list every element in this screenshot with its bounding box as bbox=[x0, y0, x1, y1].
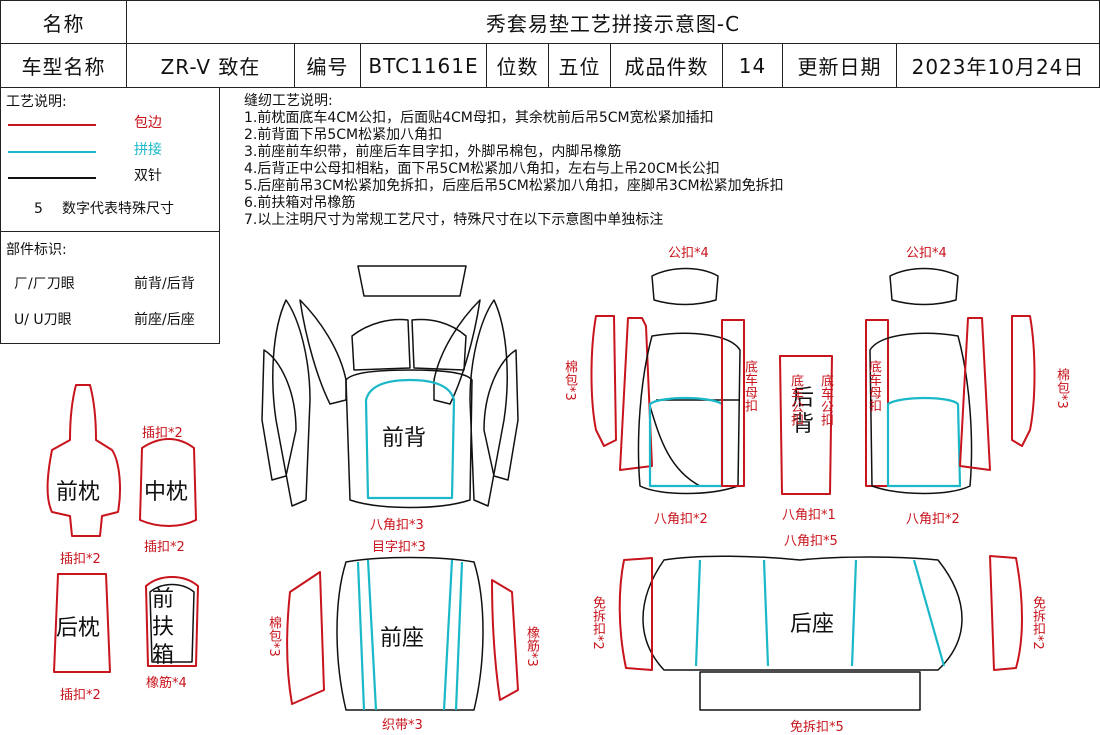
legend-black-label: 双针 bbox=[134, 168, 162, 184]
name-label: 名称 bbox=[1, 1, 127, 43]
rear-seat-main bbox=[642, 555, 963, 671]
sewing-line-3: 3.前座前车织带，前座后车目字扣，外脚吊棉包，内脚吊橡筋 bbox=[244, 144, 622, 160]
parts-title: 部件标识: bbox=[6, 242, 67, 258]
seats-label: 位数 bbox=[487, 44, 549, 87]
rear-back-left-side-annotation: 棉包*3 bbox=[562, 360, 577, 401]
armrest-shape bbox=[145, 576, 199, 667]
front-pillow-bottom-annotation: 插扣*2 bbox=[60, 552, 101, 567]
rear-back-right-side-annotation: 棉包*3 bbox=[1054, 368, 1069, 409]
rear-back-left-top-annotation: 公扣*4 bbox=[668, 246, 709, 261]
rear-back-center bbox=[779, 355, 833, 495]
rear-back-center-bottom-annotation: 八角扣*1 bbox=[782, 508, 836, 523]
front-back-left-inner bbox=[299, 299, 347, 405]
legend-black-line bbox=[8, 177, 96, 179]
legend-panel bbox=[0, 88, 220, 232]
rear-seat-left-annotation: 免拆扣*2 bbox=[590, 596, 605, 650]
front-seat-bottom-annotation: 织带*3 bbox=[382, 718, 423, 733]
front-back-main bbox=[345, 369, 473, 509]
mid-bottom-annotation: 插扣*2 bbox=[144, 540, 185, 555]
legend-cyan-line bbox=[8, 151, 96, 153]
sewing-line-4: 4.后背正中公母扣相粘，面下吊5CM松紧加八角扣，左右与上吊20CM长公扣 bbox=[244, 161, 720, 177]
legend-red-line bbox=[8, 124, 96, 126]
parts-panel bbox=[0, 232, 220, 344]
rear-seat-front-strip bbox=[699, 671, 921, 711]
front-seat-left-annotation: 棉包*3 bbox=[266, 616, 281, 657]
model-label: 车型名称 bbox=[1, 44, 127, 87]
front-seat-top-annotation: 目字扣*3 bbox=[372, 540, 426, 555]
middle-pillow-shape bbox=[139, 438, 197, 527]
front-seat-label: 前座 bbox=[380, 626, 425, 651]
rear-seat-right-annotation: 免拆扣*2 bbox=[1030, 596, 1045, 650]
pieces-value: 14 bbox=[723, 44, 783, 87]
rear-seat-bottom-annotation: 免拆扣*5 bbox=[790, 720, 844, 735]
front-pillow-shape bbox=[46, 384, 121, 537]
pieces-label: 成品件数 bbox=[611, 44, 723, 87]
front-back-right-outer bbox=[469, 299, 508, 507]
mid-top-annotation: 插扣*2 bbox=[142, 426, 183, 441]
special-text: 数字代表特殊尺寸 bbox=[62, 201, 174, 217]
rear-seat-label: 后座 bbox=[790, 612, 835, 637]
page-title: 秀套易垫工艺拼接示意图-C bbox=[485, 11, 741, 36]
rear-back-right-top-annotation: 公扣*4 bbox=[906, 246, 947, 261]
rear-seat-top-annotation: 八角扣*5 bbox=[784, 534, 838, 549]
parts-row2-text: 前座/后座 bbox=[134, 312, 195, 328]
rear-back-label: 后背 bbox=[792, 386, 815, 437]
header-row-2: 车型名称 ZR-V 致在 编号 BTC1161E 位数 五位 成品件数 14 更… bbox=[0, 44, 1100, 88]
model-value: ZR-V 致在 bbox=[127, 44, 295, 87]
rear-headrest-left bbox=[651, 267, 719, 306]
rear-back-mother-left-annotation: 底车母扣 bbox=[742, 360, 757, 412]
legend-title: 工艺说明: bbox=[6, 94, 67, 110]
front-back-left-outer bbox=[272, 299, 311, 507]
special-number: 5 bbox=[34, 201, 43, 217]
sewing-title: 缝纫工艺说明: bbox=[244, 93, 333, 109]
rear-back-male-2-annotation: 底车公扣 bbox=[818, 374, 833, 426]
rear-seat-right-side bbox=[989, 555, 1023, 671]
date-label: 更新日期 bbox=[783, 44, 897, 87]
middle-pillow-label: 中枕 bbox=[144, 480, 189, 505]
rear-back-left-tab bbox=[721, 319, 745, 487]
sewing-line-5: 5.后座前吊3CM松紧加免拆扣，后座后吊5CM松紧加八角扣，座脚吊3CM松紧加免… bbox=[244, 178, 784, 194]
code-value: BTC1161E bbox=[361, 44, 487, 87]
legend-cyan-label: 拼接 bbox=[134, 142, 162, 158]
rear-back-left-outer bbox=[590, 315, 617, 447]
header-row-1: 名称 秀套易垫工艺拼接示意图-C bbox=[0, 0, 1100, 44]
rear-back-male-1-annotation: 底车公扣 bbox=[788, 374, 803, 426]
front-pillow-label: 前枕 bbox=[56, 480, 101, 505]
rear-pillow-shape bbox=[53, 573, 111, 673]
front-seat-right-annotation: 橡筋*3 bbox=[524, 626, 539, 667]
legend-red-label: 包边 bbox=[134, 115, 162, 131]
rear-pillow-label: 后枕 bbox=[56, 616, 101, 641]
rear-seat-left-side bbox=[618, 557, 653, 671]
rear-back-mother-right-annotation: 底车母扣 bbox=[866, 360, 881, 412]
rear-headrest-right bbox=[889, 267, 959, 306]
parts-row2-symbols: U/ U刀眼 bbox=[14, 312, 72, 328]
front-back-bottom-annotation: 八角扣*3 bbox=[370, 518, 424, 533]
rear-back-right-bottom-annotation: 八角扣*2 bbox=[906, 512, 960, 527]
seats-value: 五位 bbox=[549, 44, 611, 87]
code-label: 编号 bbox=[295, 44, 361, 87]
sewing-line-2: 2.前背面下吊5CM松紧加八角扣 bbox=[244, 127, 443, 143]
parts-row1-text: 前背/后背 bbox=[134, 276, 195, 292]
rear-back-left-bottom-annotation: 八角扣*2 bbox=[654, 512, 708, 527]
front-seat-right-side bbox=[491, 579, 519, 701]
front-back-label: 前背 bbox=[382, 426, 427, 451]
front-back-top-strip bbox=[357, 265, 467, 297]
sewing-line-6: 6.前扶箱对吊橡筋 bbox=[244, 195, 356, 211]
sewing-line-7: 7.以上注明尺寸为常规工艺尺寸，特殊尺寸在以下示意图中单独标注 bbox=[244, 212, 664, 228]
sewing-line-1: 1.前枕面底车4CM公扣，后面贴4CM母扣，其余枕前后吊5CM宽松紧加插扣 bbox=[244, 110, 714, 126]
front-seat-left-side bbox=[286, 571, 325, 705]
date-value: 2023年10月24日 bbox=[911, 55, 1085, 79]
parts-row1-symbols: ㄏ/ㄏ刀眼 bbox=[14, 276, 75, 292]
armrest-bottom-annotation: 橡筋*4 bbox=[146, 676, 187, 691]
rear-back-right-main bbox=[869, 332, 973, 495]
rear-back-right-outer bbox=[1011, 315, 1036, 447]
rear-pillow-bottom-annotation: 插扣*2 bbox=[60, 688, 101, 703]
front-seat-main bbox=[336, 556, 484, 711]
rear-back-left-main bbox=[637, 332, 741, 495]
armrest-label: 前扶箱 bbox=[152, 587, 175, 668]
